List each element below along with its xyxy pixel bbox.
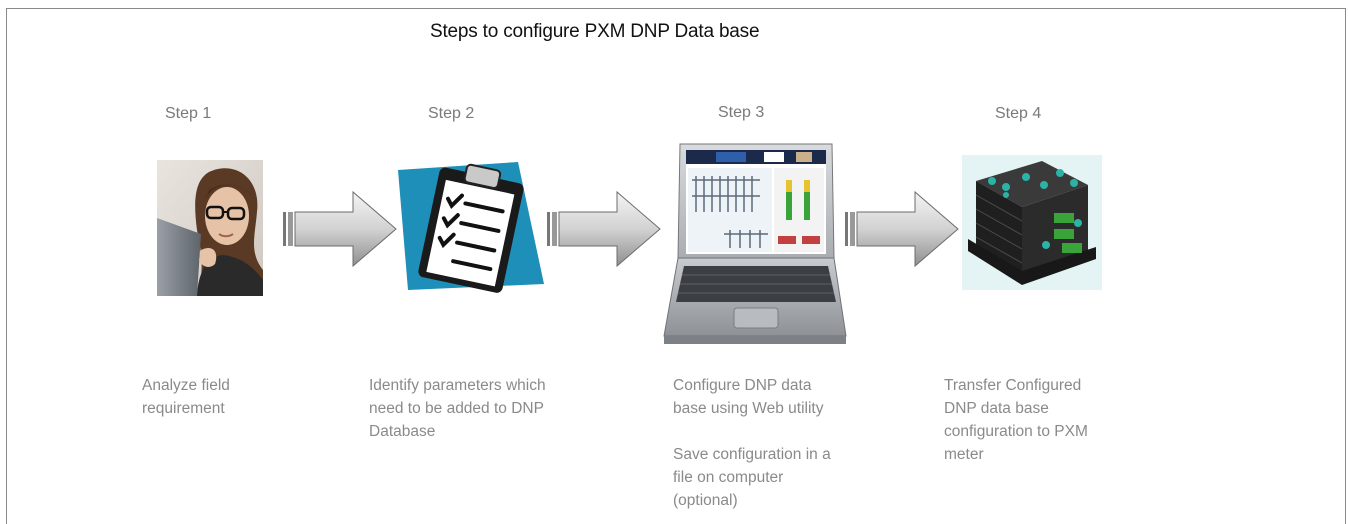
laptop-web-utility-icon xyxy=(660,140,850,350)
step-3-label: Step 3 xyxy=(718,104,765,121)
step-2-desc-line-1: Identify parameters which xyxy=(369,377,546,394)
step-2-label: Step 2 xyxy=(428,105,475,122)
pxm-meter-icon xyxy=(962,155,1102,290)
arrow-1-icon xyxy=(283,190,398,268)
step-3-desc-line-2: base using Web utility xyxy=(673,400,824,417)
step-3-desc2-line-1: Save configuration in a xyxy=(673,446,831,463)
step-3-desc-line-1: Configure DNP data xyxy=(673,377,812,394)
step-1-desc-line-2: requirement xyxy=(142,400,225,417)
step-2-description: Identify parameters which need to be add… xyxy=(369,374,546,443)
step-4-desc-line-4: meter xyxy=(944,446,984,463)
step-3-desc2-line-2: file on computer xyxy=(673,469,784,486)
step-1-desc-line-1: Analyze field xyxy=(142,377,230,394)
step-1-description: Analyze field requirement xyxy=(142,374,230,420)
diagram-frame xyxy=(6,8,1346,524)
step-1-label: Step 1 xyxy=(165,105,212,122)
step-3-secondary-description: Save configuration in a file on computer… xyxy=(673,443,831,512)
clipboard-checklist-icon xyxy=(398,160,544,294)
step-4-desc-line-3: configuration to PXM xyxy=(944,423,1088,440)
step-3-description: Configure DNP data base using Web utilit… xyxy=(673,374,824,420)
arrow-3-icon xyxy=(845,190,960,268)
step-4-desc-line-2: DNP data base xyxy=(944,400,1049,417)
step-2-desc-line-3: Database xyxy=(369,423,436,440)
step-3-desc2-line-3: (optional) xyxy=(673,492,738,509)
step-4-desc-line-1: Transfer Configured xyxy=(944,377,1082,394)
analyst-photo xyxy=(157,160,263,296)
diagram-title: Steps to configure PXM DNP Data base xyxy=(430,21,760,42)
arrow-2-icon xyxy=(547,190,662,268)
step-2-desc-line-2: need to be added to DNP xyxy=(369,400,544,417)
step-4-label: Step 4 xyxy=(995,105,1042,122)
step-4-description: Transfer Configured DNP data base config… xyxy=(944,374,1088,466)
